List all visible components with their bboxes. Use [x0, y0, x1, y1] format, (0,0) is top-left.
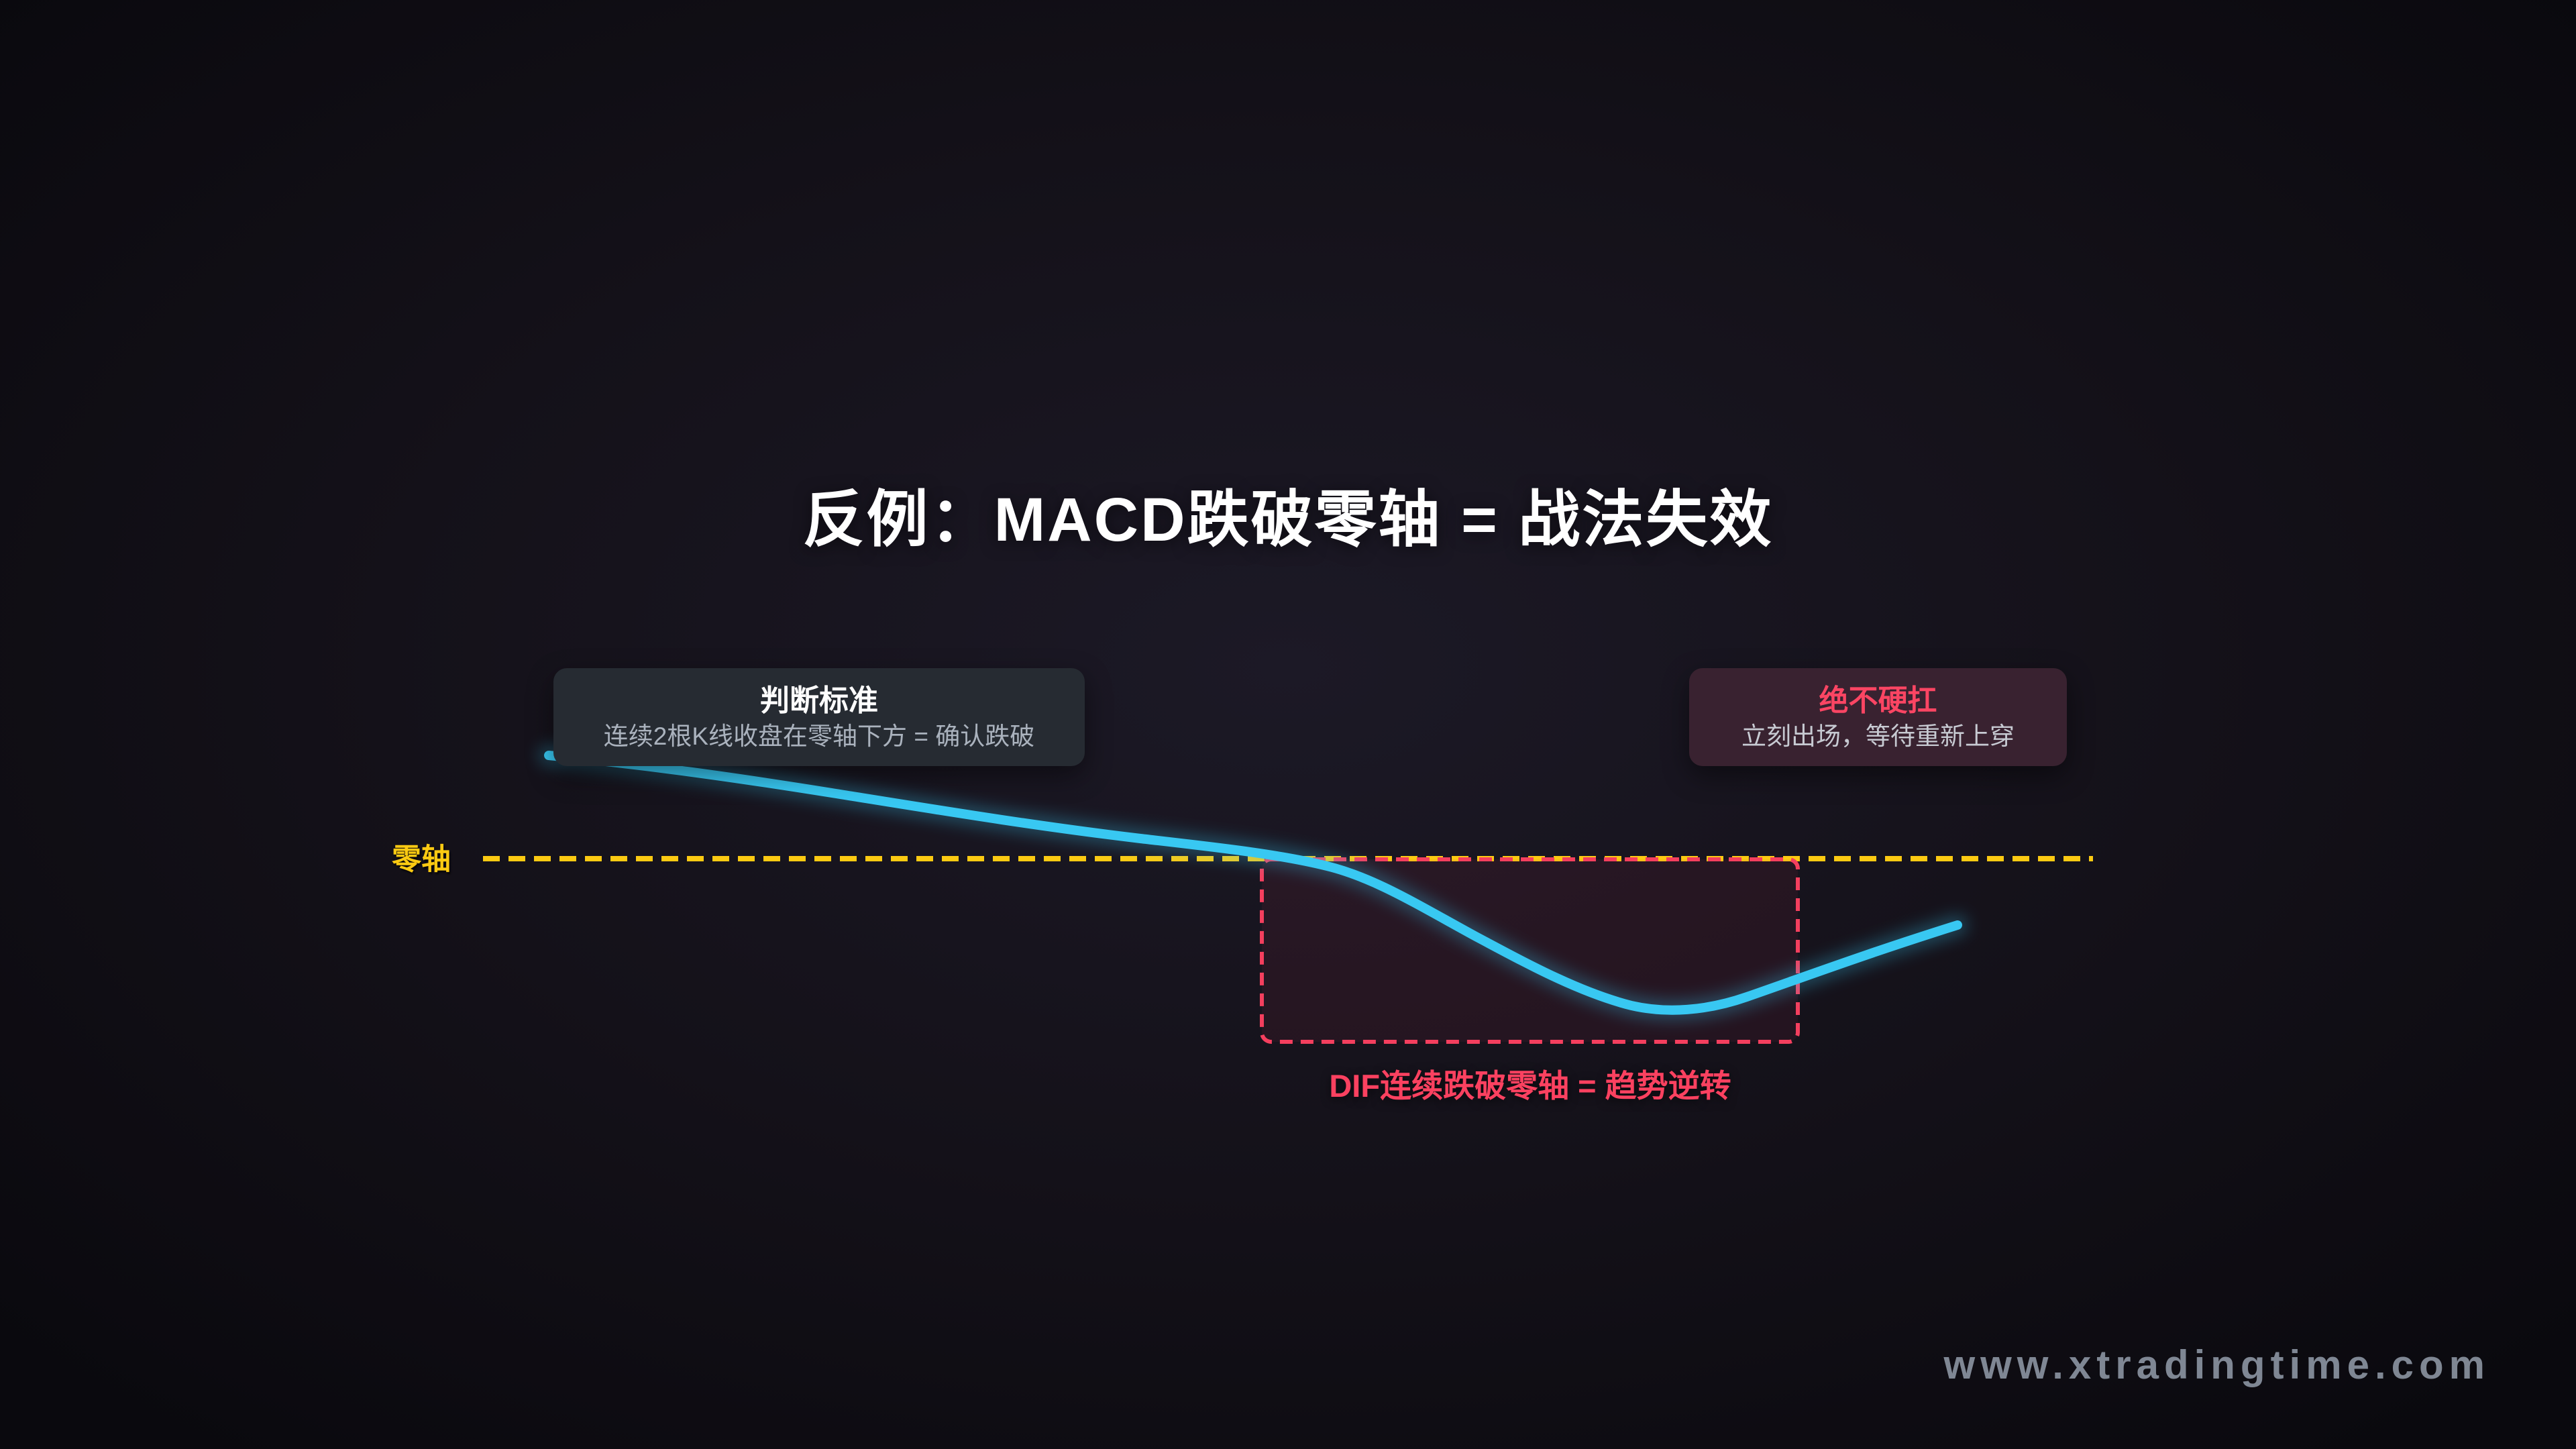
breakdown-zone-caption: DIF连续跌破零轴 = 趋势逆转 — [1329, 1068, 1731, 1104]
dif-curve — [544, 751, 1962, 1015]
zero-axis-label: 零轴 — [392, 843, 451, 876]
criteria-card-title: 判断标准 — [760, 684, 878, 717]
action-card-title: 绝不硬扛 — [1819, 684, 1937, 717]
watermark: www.xtradingtime.com — [1943, 1342, 2490, 1387]
breakdown-zone-rect — [1260, 857, 1800, 1044]
action-card: 绝不硬扛 立刻出场，等待重新上穿 — [1689, 668, 2067, 766]
criteria-card: 判断标准 连续2根K线收盘在零轴下方 = 确认跌破 — [553, 668, 1085, 766]
criteria-card-subtitle: 连续2根K线收盘在零轴下方 = 确认跌破 — [603, 722, 1035, 750]
page-title: 反例：MACD跌破零轴 = 战法失效 — [802, 486, 1774, 554]
action-card-subtitle: 立刻出场，等待重新上穿 — [1741, 722, 2015, 750]
